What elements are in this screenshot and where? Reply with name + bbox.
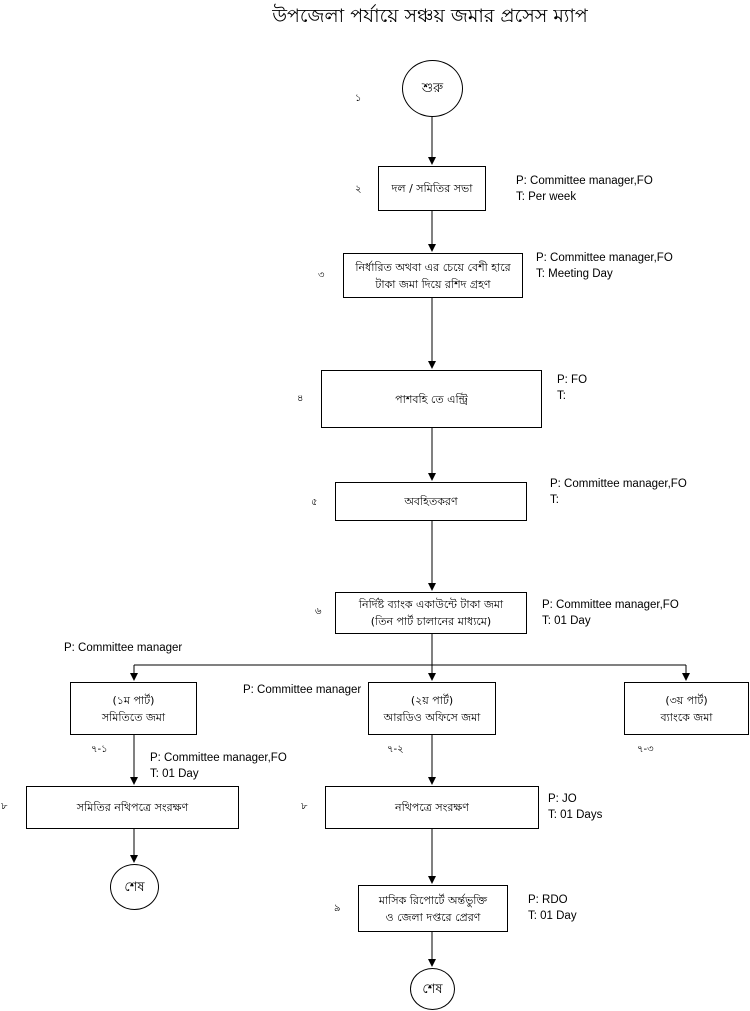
step-number: ৭-১ (91, 744, 108, 755)
note-step-2: P: Committee manager,FO T: Per week (516, 175, 653, 203)
bank-deposit-node: নির্দিষ্ট ব্যাংক একাউন্টে টাকা জমা (তিন … (335, 592, 527, 634)
step-number: ৮ (1, 801, 8, 812)
part3-node: (৩য় পার্ট) ব্যাংকে জমা (624, 682, 749, 735)
note-step-7-1: P: Committee manager,FO T: 01 Day (150, 752, 287, 780)
step-number: ৪ (297, 393, 304, 404)
samiti-file-node: সমিতির নথিপত্রে সংরক্ষণ (26, 786, 239, 829)
start-node: শুরু (402, 60, 463, 117)
meeting-node: দল / সমিতির সভা (378, 166, 486, 211)
deposit-node: নির্ধারিত অথবা এর চেয়ে বেশী হারে টাকা জ… (343, 253, 523, 298)
step-number: ৯ (334, 903, 341, 914)
note-step-4: P: FO T: (557, 374, 588, 402)
step-number: ৬ (315, 606, 322, 617)
note-step-9: P: RDO T: 01 Day (528, 894, 577, 922)
note-step-8: P: JO T: 01 Days (548, 793, 603, 821)
page-title: উপজেলা পর্যায়ে সঞ্চয় জমার প্রসেস ম্যাপ (272, 5, 588, 27)
step-number: ২ (355, 184, 362, 195)
step-number: ৩ (318, 270, 325, 281)
step-number: ৮ (301, 801, 308, 812)
passbook-node: পাশবহি তে এন্ট্রি (321, 370, 542, 428)
note-step-5: P: Committee manager,FO T: (550, 478, 687, 506)
note-branch-middle: P: Committee manager (243, 684, 362, 696)
step-number: ৫ (311, 497, 318, 508)
note-step-3: P: Committee manager,FO T: Meeting Day (536, 252, 673, 280)
step-number: ৭-৩ (637, 744, 654, 755)
part2-node: (২য় পার্ট) আরডিও অফিসে জমা (368, 682, 496, 735)
end-node-left: শেষ (110, 864, 159, 910)
file-keep-node: নথিপত্রে সংরক্ষণ (325, 786, 539, 829)
part1-node: (১ম পার্ট) সমিতিতে জমা (70, 682, 197, 735)
report-node: মাসিক রিপোর্টে অর্ন্তভুক্তি ও জেলা দপ্তর… (358, 885, 508, 932)
note-branch-left: P: Committee manager (64, 642, 183, 654)
step-number: ১ (355, 93, 362, 104)
step-number: ৭-২ (387, 744, 404, 755)
end-node-right: শেষ (410, 968, 455, 1010)
inform-node: অবহিতকরণ (335, 482, 527, 521)
note-step-6: P: Committee manager,FO T: 01 Day (542, 599, 679, 627)
